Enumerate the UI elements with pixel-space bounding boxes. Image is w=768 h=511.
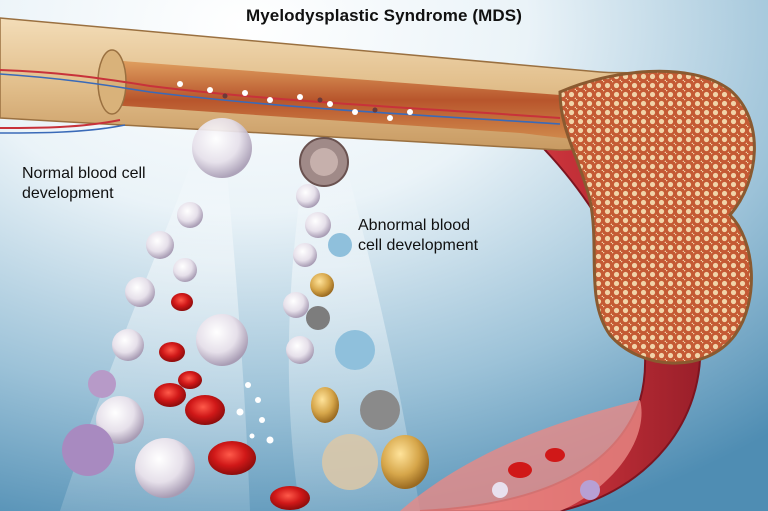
- page-title: Myelodysplastic Syndrome (MDS): [245, 6, 522, 25]
- normal-cells: [62, 202, 248, 498]
- abnormal-cell-nucleus: [310, 148, 338, 176]
- outer-artery: [0, 119, 121, 129]
- abnormal-cells: [283, 184, 429, 490]
- normal-label-line-2: development: [22, 185, 114, 202]
- abnormal-label-line-1: Abnormal blood: [358, 217, 471, 234]
- vessel-lumen: [400, 400, 642, 511]
- marrow-vein: [0, 73, 561, 125]
- abnormal-development-label: Abnormal blood cell development: [358, 216, 478, 256]
- normal-label-line-1: Normal blood cell: [22, 165, 146, 182]
- marrow-artery: [0, 69, 561, 119]
- abnormal-label-line-2: cell development: [358, 237, 479, 254]
- outer-vein: [0, 124, 126, 134]
- white-blood-cell-icon: [192, 118, 252, 178]
- bone-head-spongy: [558, 69, 756, 365]
- red-blood-cell-icons: [154, 293, 310, 510]
- platelet-icons: [236, 382, 274, 444]
- vessel-cells: [492, 448, 600, 500]
- marrow-cells: [177, 81, 413, 121]
- normal-development-label: Normal blood cell development: [22, 164, 146, 204]
